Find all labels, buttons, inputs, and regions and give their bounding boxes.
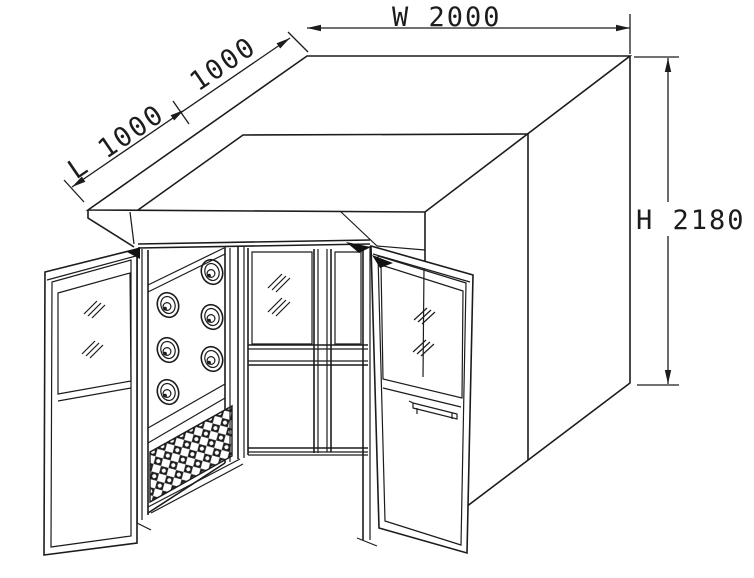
roof-module-seam xyxy=(137,133,529,211)
right-door-leaf xyxy=(370,244,474,555)
dimension-length-back-label: 1000 xyxy=(184,31,262,98)
glass-reflection-marks xyxy=(81,300,106,359)
left-door-leaf xyxy=(43,247,138,556)
right-door-hinge-icon xyxy=(346,242,371,253)
dimension-width-label: W 2000 xyxy=(392,2,502,33)
nozzle xyxy=(156,291,180,319)
door-handle xyxy=(408,400,458,420)
nozzle xyxy=(200,258,224,286)
left-door-hinge-icon xyxy=(127,247,140,259)
corner-post xyxy=(229,247,245,462)
right-side-face xyxy=(424,56,631,539)
back-window-right xyxy=(334,251,362,345)
glass-reflection-marks xyxy=(267,273,291,317)
right-door-hinge-icon xyxy=(372,255,393,268)
perforated-grille xyxy=(149,404,233,504)
glass-reflection-marks xyxy=(412,307,436,357)
chamber-interior xyxy=(136,246,378,547)
dimension-length-front-label: L 1000 xyxy=(62,98,170,185)
nozzle xyxy=(156,378,180,406)
nozzle xyxy=(200,303,224,331)
left-door-window xyxy=(57,272,132,395)
front-fascia xyxy=(87,210,426,251)
nozzle xyxy=(156,336,180,364)
dimension-width: W 2000 xyxy=(287,2,631,54)
back-wall xyxy=(247,248,368,456)
left-door xyxy=(43,247,138,556)
nozzle xyxy=(200,345,224,373)
dimension-length: L 1000 1000 xyxy=(62,31,291,203)
back-window-left xyxy=(251,251,313,345)
right-door-window xyxy=(380,264,464,399)
dimension-height: H 2180 xyxy=(634,56,746,386)
nozzle-wall xyxy=(147,247,244,514)
right-door-post xyxy=(356,246,378,547)
right-door xyxy=(370,244,474,555)
dimension-height-label: H 2180 xyxy=(636,205,746,236)
air-nozzles xyxy=(156,258,224,406)
